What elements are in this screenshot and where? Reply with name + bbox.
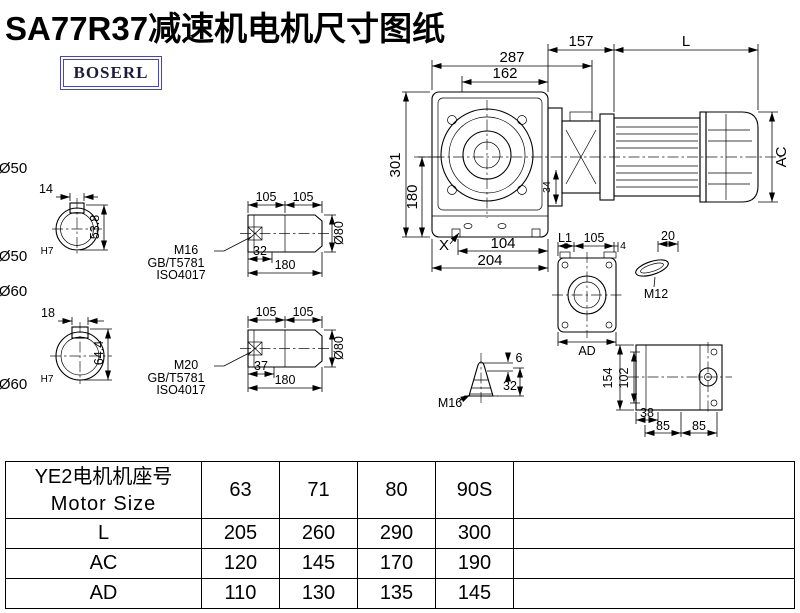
plug-view-m12: 20 M12 bbox=[635, 229, 679, 301]
label-X: X bbox=[439, 237, 449, 254]
empty-cell bbox=[513, 518, 795, 549]
dim-L1: L1 bbox=[558, 231, 572, 245]
empty-cell bbox=[513, 461, 795, 519]
dim-38: 38 bbox=[640, 406, 654, 420]
dim-key-width-18: 18 bbox=[41, 306, 55, 320]
cone-view-m16: 6 32 M16 bbox=[438, 351, 524, 410]
dim-154: 154 bbox=[601, 368, 615, 389]
gearbox-housing-view bbox=[414, 91, 784, 238]
dim-105-b: 105 bbox=[293, 190, 314, 204]
dim-32: 32 bbox=[253, 244, 267, 258]
note-thread-m16-b: M16 bbox=[438, 396, 462, 410]
dim-AD: AD bbox=[578, 344, 595, 358]
size-80: 80 bbox=[357, 461, 436, 519]
label-fit-tol-60: H7 bbox=[41, 374, 54, 385]
shaft-end-view-50: Ø50 14 53.8 Ø50 H7 bbox=[0, 160, 108, 265]
note-thread-m12: M12 bbox=[644, 287, 668, 301]
table-header-row: YE2电机机座号 Motor Size 63 71 80 90S bbox=[5, 461, 795, 519]
dim-over-key-53-8: 53.8 bbox=[88, 215, 102, 239]
shaft-end-view-60: Ø60 18 64.4 Ø60 H7 bbox=[0, 283, 112, 393]
cell-AD-71: 130 bbox=[279, 578, 358, 609]
cell-AC-71: 145 bbox=[279, 548, 358, 579]
dim-180-b: 180 bbox=[275, 373, 296, 387]
cell-AC-90s: 190 bbox=[435, 548, 514, 579]
empty-cell bbox=[513, 578, 795, 609]
dim-6: 6 bbox=[516, 351, 523, 365]
dim-180: 180 bbox=[404, 184, 421, 209]
dim-37: 37 bbox=[254, 359, 268, 373]
dim-20: 20 bbox=[661, 229, 675, 243]
dim-85-a: 85 bbox=[656, 419, 670, 433]
cell-L-71: 260 bbox=[279, 518, 358, 549]
aux-view-side: 154 102 38 85 85 bbox=[601, 342, 732, 437]
header-motor-size-cn: YE2电机机座号 bbox=[34, 465, 173, 488]
note-std-iso-2: ISO4017 bbox=[156, 383, 205, 397]
page-title: SA77R37减速机电机尺寸图纸 bbox=[5, 10, 446, 47]
size-71: 71 bbox=[279, 461, 358, 519]
cell-L-63: 205 bbox=[201, 518, 280, 549]
dim-over-key-64-4: 64.4 bbox=[92, 341, 106, 365]
size-90s: 90S bbox=[435, 461, 514, 519]
brand-logo-text: BOSERL bbox=[73, 63, 149, 82]
dim-204: 204 bbox=[477, 252, 502, 269]
note-std-gb-2: GB/T5781 bbox=[148, 371, 205, 385]
dim-key-width-14: 14 bbox=[39, 182, 53, 196]
table-row-AD: AD 110 130 135 145 bbox=[5, 578, 795, 609]
dim-AC: AC bbox=[773, 146, 790, 167]
dim-4: 4 bbox=[620, 240, 626, 252]
dim-105-d: 105 bbox=[293, 305, 314, 319]
technical-drawing: 287 162 157 L 301 180 34 AC X 104 204 Ø5… bbox=[0, 33, 790, 437]
dim-301: 301 bbox=[387, 152, 404, 177]
dim-L: L bbox=[682, 33, 690, 50]
table-row-L: L 205 260 290 300 bbox=[5, 518, 795, 549]
dim-34: 34 bbox=[541, 181, 553, 193]
header-motor-size: YE2电机机座号 Motor Size bbox=[5, 461, 202, 519]
cell-AD-80: 135 bbox=[357, 578, 436, 609]
dim-105-e: 105 bbox=[584, 231, 605, 245]
row-label-AC: AC bbox=[5, 548, 202, 579]
label-fit-tol-50: H7 bbox=[41, 246, 54, 257]
dim-85-b: 85 bbox=[692, 419, 706, 433]
dim-287: 287 bbox=[499, 49, 524, 66]
motor-dimension-table: YE2电机机座号 Motor Size 63 71 80 90S L 205 2… bbox=[5, 461, 795, 609]
note-thread-m20: M20 bbox=[174, 358, 198, 372]
cell-L-80: 290 bbox=[357, 518, 436, 549]
dim-105-a: 105 bbox=[256, 190, 277, 204]
dim-104: 104 bbox=[490, 235, 515, 252]
row-label-L: L bbox=[5, 518, 202, 549]
label-fit-dia-50: Ø50 bbox=[0, 248, 27, 265]
motor-view bbox=[547, 107, 759, 207]
cell-AC-63: 120 bbox=[201, 548, 280, 579]
dim-dia-80-a: Ø80 bbox=[332, 221, 346, 245]
size-63: 63 bbox=[201, 461, 280, 519]
dim-dia-80-b: Ø80 bbox=[332, 336, 346, 360]
shaft-detail-m20: 105 105 M20 GB/T5781 ISO4017 37 180 Ø80 bbox=[148, 305, 346, 397]
brand-logo: BOSERL bbox=[63, 59, 159, 87]
dim-180-a: 180 bbox=[275, 258, 296, 272]
note-std-iso: ISO4017 bbox=[156, 268, 205, 282]
dim-102: 102 bbox=[617, 368, 631, 389]
row-label-AD: AD bbox=[5, 578, 202, 609]
main-view-dimensions: 287 162 157 L 301 180 34 AC X 104 204 bbox=[387, 33, 790, 272]
note-thread-m16: M16 bbox=[174, 243, 198, 257]
label-dia-50: Ø50 bbox=[0, 160, 27, 177]
shaft-detail-m16: 105 105 M16 GB/T5781 ISO4017 32 180 Ø80 bbox=[148, 190, 346, 282]
note-std-gb: GB/T5781 bbox=[148, 256, 205, 270]
dim-32-b: 32 bbox=[503, 379, 517, 393]
empty-cell bbox=[513, 548, 795, 579]
cell-AC-80: 170 bbox=[357, 548, 436, 579]
dim-157: 157 bbox=[568, 33, 593, 50]
dim-105-c: 105 bbox=[256, 305, 277, 319]
dim-162: 162 bbox=[492, 65, 517, 82]
label-dia-60: Ø60 bbox=[0, 283, 27, 300]
header-motor-size-en: Motor Size bbox=[50, 492, 157, 515]
aux-view-output-flange: L1 105 4 AD bbox=[552, 231, 626, 358]
cell-L-90s: 300 bbox=[435, 518, 514, 549]
cell-AD-90s: 145 bbox=[435, 578, 514, 609]
cell-AD-63: 110 bbox=[201, 578, 280, 609]
table-row-AC: AC 120 145 170 190 bbox=[5, 548, 795, 579]
label-fit-dia-60: Ø60 bbox=[0, 376, 27, 393]
